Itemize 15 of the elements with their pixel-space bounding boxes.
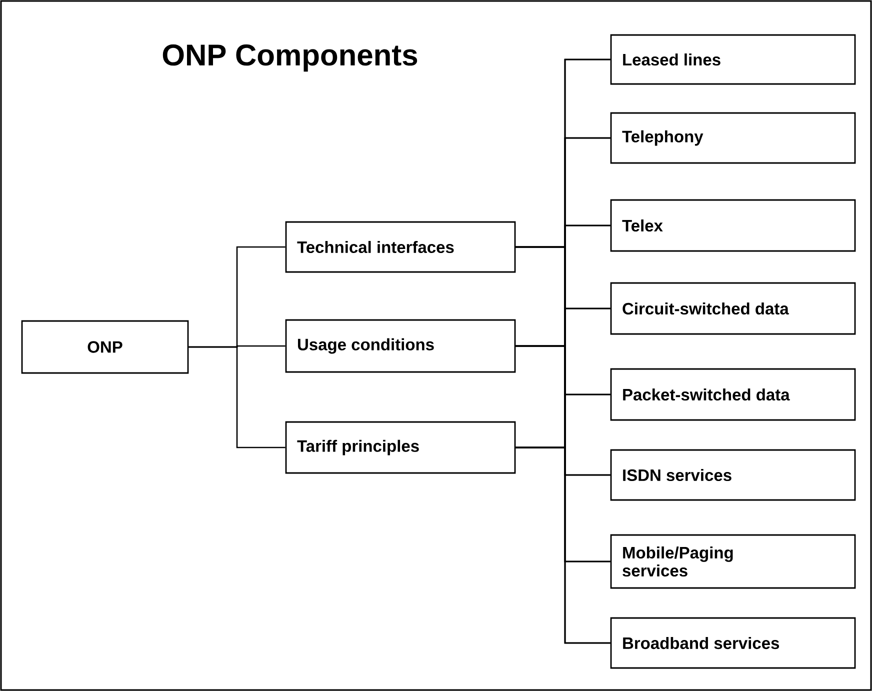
text-box: Leased lines bbox=[610, 34, 856, 85]
text-box: ONP bbox=[21, 320, 189, 374]
connector-line bbox=[188, 346, 286, 448]
text-box: Mobile/Paging services bbox=[610, 534, 856, 589]
text-box: Broadband services bbox=[610, 617, 856, 669]
text-box: ISDN services bbox=[610, 449, 856, 501]
text-box: Technical interfaces bbox=[285, 221, 516, 273]
text-box: Telex bbox=[610, 199, 856, 252]
connector-line bbox=[516, 446, 610, 644]
text-box: Circuit-switched data bbox=[610, 282, 856, 335]
title: ONP Components bbox=[162, 44, 418, 72]
text-box: Packet-switched data bbox=[610, 368, 856, 421]
text-box: Tariff principles bbox=[285, 421, 516, 474]
text-box: Usage conditions bbox=[285, 319, 516, 373]
text-box: Telephony bbox=[610, 112, 856, 164]
